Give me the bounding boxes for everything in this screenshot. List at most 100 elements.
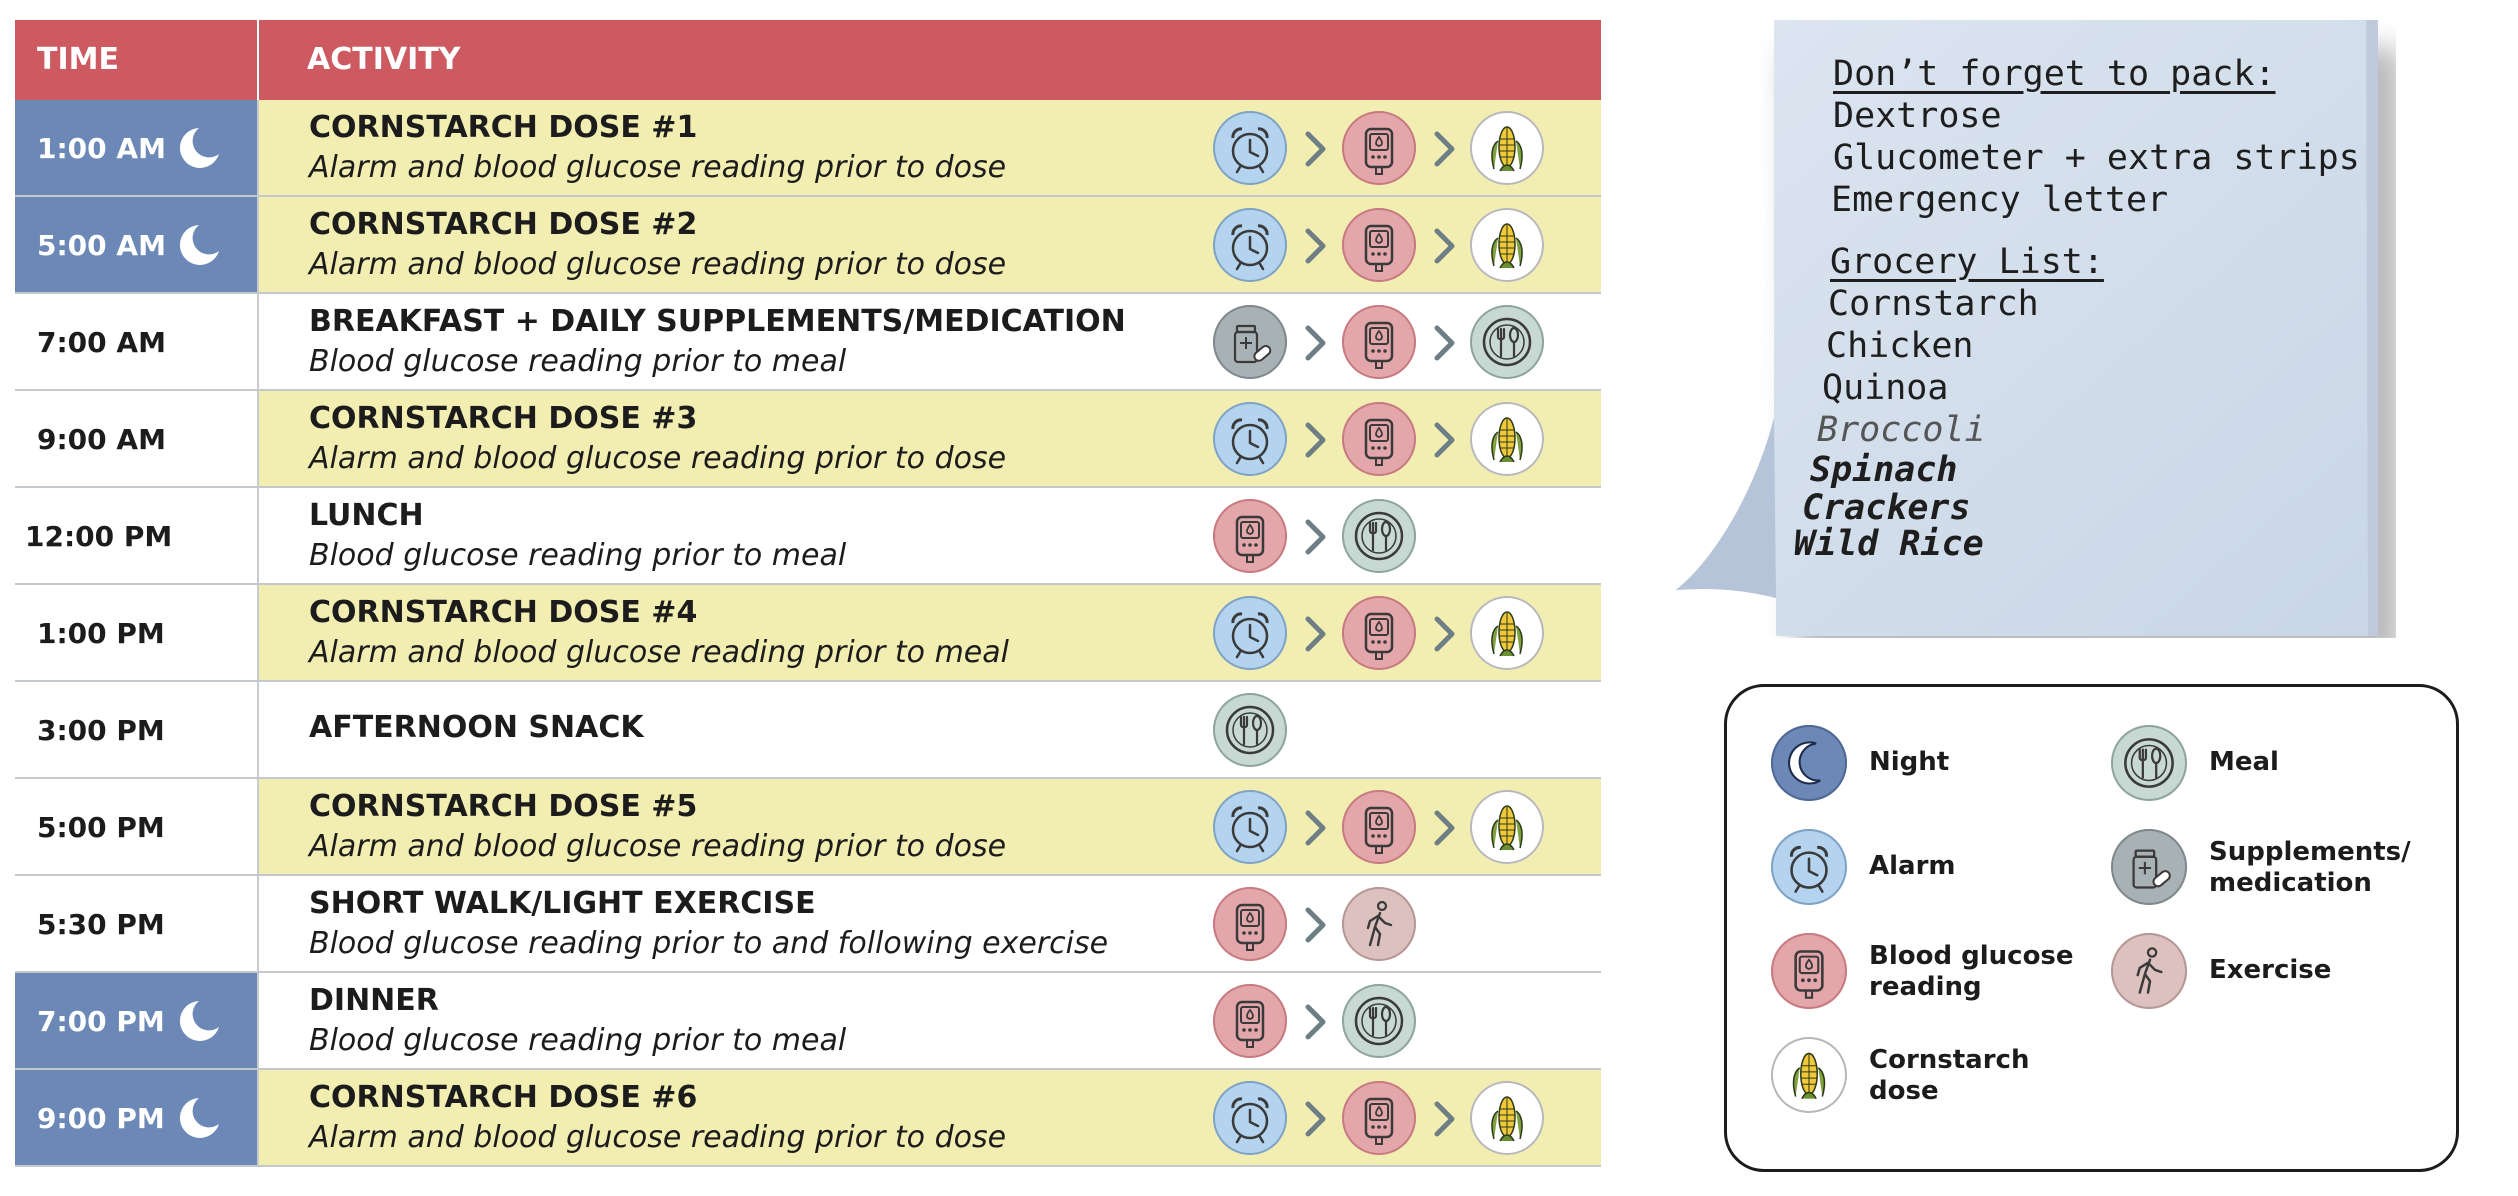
time-cell: 7:00 PM	[15, 973, 257, 1070]
supplement-icon-glyph	[2132, 849, 2171, 889]
alarm-icon	[1213, 402, 1287, 476]
time-label: 7:00 AM	[37, 326, 166, 359]
chevron-right-icon	[1303, 421, 1329, 459]
glucometer-icon	[1342, 208, 1416, 282]
schedule-row: 12:00 PM LUNCH Blood glucose reading pri…	[15, 488, 1601, 585]
row-divider	[15, 389, 1601, 391]
activity-subtitle: Alarm and blood glucose reading prior to…	[309, 829, 1007, 864]
time-cell: 5:00 AM	[15, 197, 257, 294]
alarm-icon-glyph	[1231, 612, 1269, 659]
meal-icon-glyph	[1354, 996, 1404, 1046]
activity-subtitle: Alarm and blood glucose reading prior to…	[309, 441, 1007, 476]
corn-icon	[1470, 596, 1544, 670]
corn-icon-glyph	[1491, 223, 1523, 269]
time-column-header: TIME	[37, 42, 119, 77]
icon-legend: Night Meal Alarm Supplements/ medication	[1724, 684, 2459, 1172]
time-cell: 1:00 AM	[15, 100, 257, 197]
moon-icon	[175, 221, 223, 269]
corn-icon	[1470, 111, 1544, 185]
chevron-right-icon	[1303, 324, 1329, 362]
chevron-right-icon	[1303, 227, 1329, 265]
time-cell: 9:00 PM	[15, 1070, 257, 1167]
activity-title: CORNSTARCH DOSE #4	[309, 595, 698, 630]
meal-icon-glyph	[1354, 511, 1404, 561]
schedule-row: 1:00 AM CORNSTARCH DOSE #1 Alarm and blo…	[15, 100, 1601, 197]
schedule-row: 5:00 PM CORNSTARCH DOSE #5 Alarm and blo…	[15, 779, 1601, 876]
corn-icon-glyph	[1491, 417, 1523, 463]
time-cell: 7:00 AM	[15, 294, 257, 391]
activity-title: CORNSTARCH DOSE #5	[309, 789, 698, 824]
moon-icon	[1771, 725, 1847, 801]
glucometer-icon	[1342, 111, 1416, 185]
schedule-row: 3:00 PM AFTERNOON SNACK	[15, 682, 1601, 779]
row-divider	[15, 971, 1601, 973]
exercise-icon-glyph	[2136, 947, 2163, 994]
schedule-row: 5:00 AM CORNSTARCH DOSE #2 Alarm and blo…	[15, 197, 1601, 294]
schedule-row: 1:00 PM CORNSTARCH DOSE #4 Alarm and blo…	[15, 585, 1601, 682]
glucometer-icon-glyph	[1364, 418, 1394, 466]
corn-icon-glyph	[1491, 1096, 1523, 1142]
glucometer-icon	[1213, 499, 1287, 573]
row-divider	[15, 292, 1601, 294]
grocery-item: Crackers	[1802, 488, 1971, 528]
alarm-icon-glyph	[1789, 845, 1829, 893]
corn-icon	[1470, 208, 1544, 282]
pack-item: Glucometer + extra strips	[1833, 138, 2360, 178]
meal-icon	[1213, 693, 1287, 767]
activity-subtitle: Alarm and blood glucose reading prior to…	[309, 150, 1007, 185]
legend-label: Exercise	[2209, 955, 2332, 985]
grocery-item: Wild Rice	[1794, 524, 1984, 564]
time-label: 5:00 PM	[37, 811, 165, 844]
alarm-icon	[1213, 596, 1287, 670]
row-divider	[15, 874, 1601, 876]
schedule-row: 9:00 AM CORNSTARCH DOSE #3 Alarm and blo…	[15, 391, 1601, 488]
glucometer-icon	[1342, 1081, 1416, 1155]
activity-title: AFTERNOON SNACK	[309, 710, 644, 745]
glucometer-icon	[1213, 887, 1287, 961]
glucometer-icon	[1213, 984, 1287, 1058]
moon-icon	[175, 124, 223, 172]
glucometer-icon	[1342, 402, 1416, 476]
grocery-item: Broccoli	[1817, 410, 1986, 450]
time-label: 5:30 PM	[37, 908, 165, 941]
activity-title: CORNSTARCH DOSE #3	[309, 401, 698, 436]
activity-subtitle: Alarm and blood glucose reading prior to…	[309, 247, 1007, 282]
corn-icon	[1470, 790, 1544, 864]
time-label: 5:00 AM	[37, 229, 166, 262]
meal-icon	[1342, 499, 1416, 573]
meal-icon-glyph	[1225, 705, 1275, 755]
grocery-item: Chicken	[1826, 326, 1974, 366]
time-label: 1:00 PM	[37, 617, 165, 650]
alarm-icon	[1213, 208, 1287, 282]
time-label: 3:00 PM	[37, 714, 165, 747]
glucometer-icon-glyph	[1364, 127, 1394, 175]
grocery-item: Spinach	[1810, 450, 1958, 490]
chevron-right-icon	[1303, 809, 1329, 847]
row-divider	[15, 777, 1601, 779]
table-header: TIME ACTIVITY	[15, 20, 1601, 100]
chevron-right-icon	[1432, 421, 1458, 459]
glucometer-icon-glyph	[1235, 515, 1265, 563]
activity-title: CORNSTARCH DOSE #6	[309, 1080, 698, 1115]
chevron-right-icon	[1303, 130, 1329, 168]
row-divider	[15, 486, 1601, 488]
time-cell: 5:00 PM	[15, 779, 257, 876]
time-cell: 12:00 PM	[15, 488, 257, 585]
glucometer-icon-glyph	[1235, 903, 1265, 951]
activity-subtitle: Alarm and blood glucose reading prior to…	[309, 1120, 1007, 1155]
schedule-row: 7:00 PM DINNER Blood glucose reading pri…	[15, 973, 1601, 1070]
meal-icon	[1342, 984, 1416, 1058]
moon-icon	[175, 1094, 223, 1142]
chevron-right-icon	[1303, 906, 1329, 944]
glucometer-icon-glyph	[1794, 950, 1824, 999]
meal-icon	[1470, 305, 1544, 379]
schedule-row: 5:30 PM SHORT WALK/LIGHT EXERCISE Blood …	[15, 876, 1601, 973]
moon-icon	[175, 997, 223, 1045]
schedule-row: 9:00 PM CORNSTARCH DOSE #6 Alarm and blo…	[15, 1070, 1601, 1167]
alarm-icon	[1213, 790, 1287, 864]
time-label: 9:00 AM	[37, 423, 166, 456]
alarm-icon-glyph	[1231, 127, 1269, 174]
alarm-icon	[1213, 111, 1287, 185]
chevron-right-icon	[1432, 809, 1458, 847]
corn-icon	[1771, 1037, 1847, 1113]
